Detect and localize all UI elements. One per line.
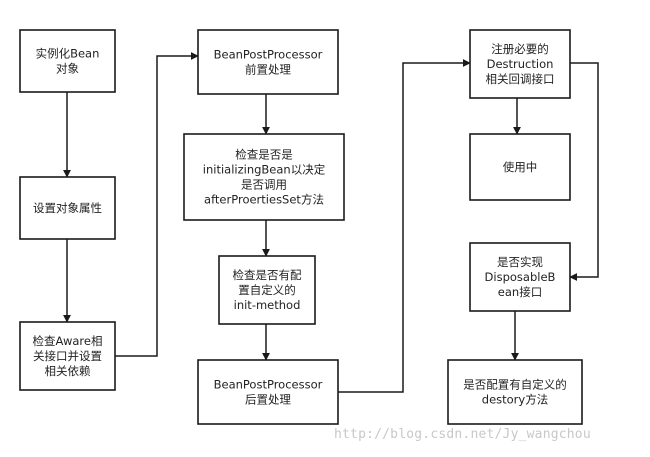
- node-box: [197, 29, 339, 95]
- node-label-line: init-method: [234, 298, 301, 312]
- node-label-line: 检查是否是: [235, 148, 293, 162]
- node-label-line: 检查Aware相: [33, 334, 103, 348]
- node-box: [183, 133, 345, 221]
- node-box: [447, 359, 583, 425]
- node-label-line: DisposableB: [485, 270, 556, 284]
- node-label-line: ean接口: [498, 285, 542, 299]
- node-box: [19, 321, 116, 391]
- node-label-line: 前置处理: [245, 63, 291, 77]
- node-label-line: BeanPostProcessor: [214, 48, 323, 62]
- arrow-aware-to-bpp-before: [115, 52, 199, 357]
- node-label-line: 是否实现: [497, 255, 543, 269]
- watermark-text: http://blog.csdn.net/Jy_wangchou: [334, 427, 591, 442]
- node-initializing-bean: 检查是否是initializingBean以决定是否调用afterProerti…: [183, 133, 345, 221]
- node-label-line: 相关回调接口: [486, 72, 555, 86]
- node-label-line: 检查是否有配: [233, 268, 302, 282]
- node-label-line: 设置对象属性: [33, 201, 102, 215]
- node-in-use: 使用中: [469, 133, 571, 201]
- node-label-line: 后置处理: [245, 393, 291, 407]
- node-box: [469, 29, 571, 99]
- node-label-line: 对象: [56, 62, 79, 76]
- arrow-bpp-after-to-register-destruction: [338, 59, 471, 393]
- node-box: [19, 176, 116, 240]
- node-label-line: 是否配置有自定义的: [463, 378, 567, 392]
- edges: [63, 52, 599, 393]
- nodes: 实例化Bean对象设置对象属性检查Aware相关接口并设置相关依赖BeanPos…: [19, 29, 583, 425]
- arrow-register-destruction-to-disposable-bean: [569, 62, 599, 281]
- node-label-line: 置自定义的: [238, 283, 296, 297]
- node-box: [218, 255, 316, 325]
- node-box: [19, 29, 116, 93]
- node-box: [197, 359, 339, 425]
- node-label-line: Destruction: [487, 57, 554, 71]
- node-label-line: 使用中: [503, 160, 538, 174]
- node-label-line: 注册必要的: [491, 42, 549, 56]
- node-label-line: BeanPostProcessor: [214, 378, 323, 392]
- node-label-line: initializingBean以决定: [203, 163, 326, 177]
- node-label-line: destory方法: [482, 393, 548, 407]
- node-label-line: 关接口并设置: [33, 349, 102, 363]
- node-label-line: 相关依赖: [45, 364, 91, 378]
- node-label-line: 是否调用: [241, 178, 287, 192]
- node-label-line: 实例化Bean: [36, 47, 100, 61]
- node-set-props: 设置对象属性: [19, 176, 116, 240]
- node-box: [469, 242, 571, 312]
- node-label-line: afterProertiesSet方法: [204, 193, 324, 207]
- node-box: [469, 133, 571, 201]
